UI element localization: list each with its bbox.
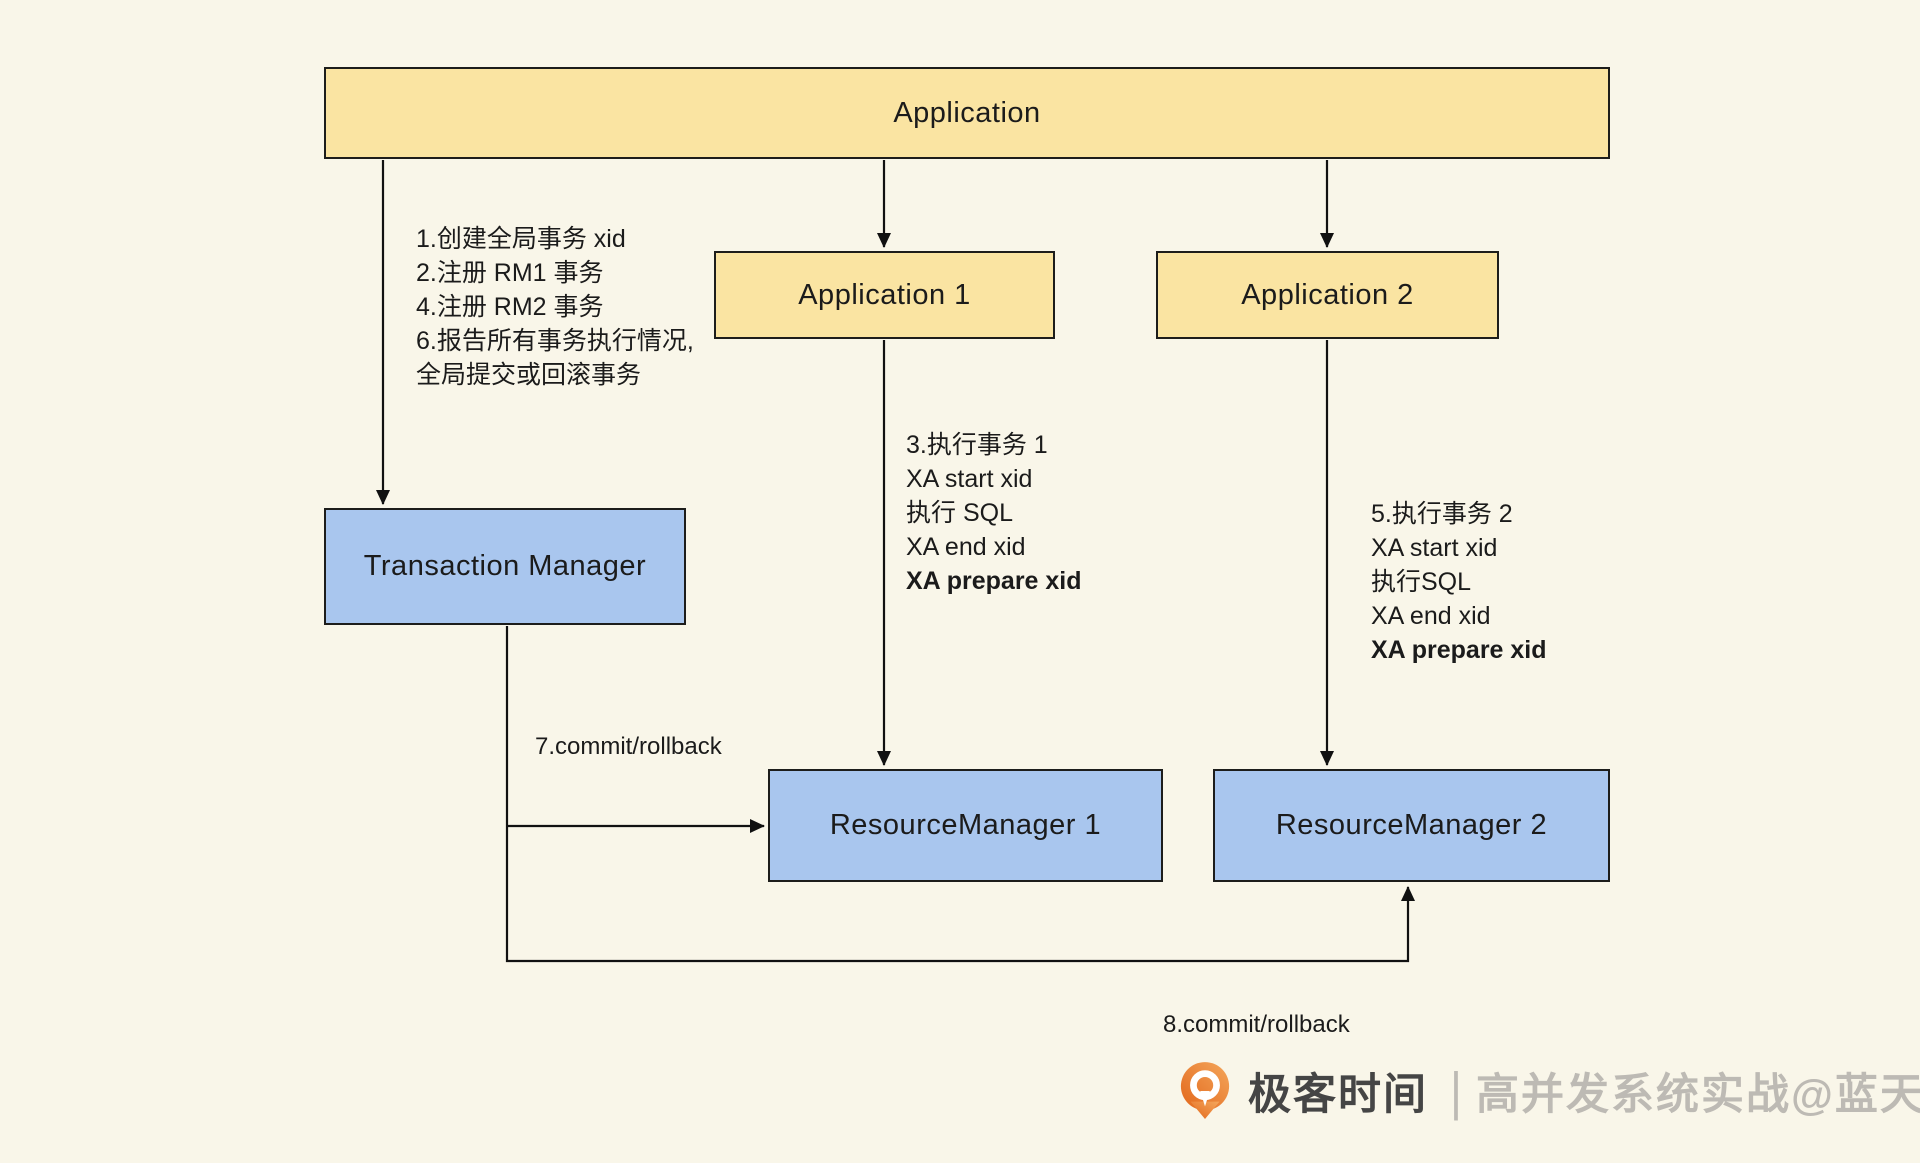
annotation-line: 全局提交或回滚事务 (416, 361, 642, 389)
tm-steps-annotation: 1.创建全局事务 xid 2.注册 RM1 事务 4.注册 RM2 事务 6.报… (416, 222, 694, 392)
annotation-line: 2.注册 RM1 事务 (416, 259, 604, 287)
brand-name: 极客时间 (1248, 1071, 1428, 1119)
node-application-1-label: Application 1 (798, 278, 971, 311)
node-application-label: Application (893, 96, 1041, 129)
annotation-line: 执行SQL (1371, 568, 1472, 596)
node-application-1: Application 1 (714, 251, 1055, 339)
node-resource-manager-1: ResourceManager 1 (768, 769, 1163, 882)
geektime-logo-icon (1180, 1062, 1230, 1119)
footer-separator: | (1450, 1061, 1462, 1121)
annotation-line: XA start xid (1371, 534, 1498, 562)
rm2-steps-annotation: 5.执行事务 2 XA start xid 执行SQL XA end xid X… (1371, 497, 1547, 667)
annotation-line: XA end xid (906, 533, 1026, 561)
node-application-2-label: Application 2 (1241, 278, 1414, 311)
node-resource-manager-1-label: ResourceManager 1 (829, 809, 1102, 841)
footer-credit: 高并发系统实战@蓝天 (1475, 1071, 1920, 1119)
edge-label-commit-rollback-7: 7.commit/rollback (535, 733, 722, 760)
annotation-line: XA prepare xid (1371, 636, 1547, 664)
annotation-line: 6.报告所有事务执行情况, (416, 327, 694, 355)
edge-label-commit-rollback-8: 8.commit/rollback (1163, 1011, 1350, 1038)
annotation-line: XA end xid (1371, 602, 1491, 630)
annotation-line: 5.执行事务 2 (1371, 500, 1513, 528)
node-resource-manager-2: ResourceManager 2 (1213, 769, 1610, 882)
annotation-line: XA start xid (906, 465, 1033, 493)
annotation-line: 3.执行事务 1 (906, 431, 1048, 459)
node-transaction-manager: Transaction Manager (324, 508, 686, 625)
footer-watermark: 极客时间 | 高并发系统实战@蓝天 (1178, 1060, 1920, 1122)
node-resource-manager-2-label: ResourceManager 2 (1275, 809, 1548, 841)
annotation-line: XA prepare xid (906, 567, 1082, 595)
node-application-2: Application 2 (1156, 251, 1499, 339)
annotation-line: 执行 SQL (906, 499, 1013, 527)
annotation-line: 4.注册 RM2 事务 (416, 293, 604, 321)
node-transaction-manager-label: Transaction Manager (363, 550, 647, 582)
rm1-steps-annotation: 3.执行事务 1 XA start xid 执行 SQL XA end xid … (906, 428, 1082, 598)
node-application: Application (324, 67, 1610, 159)
annotation-line: 1.创建全局事务 xid (416, 225, 626, 253)
